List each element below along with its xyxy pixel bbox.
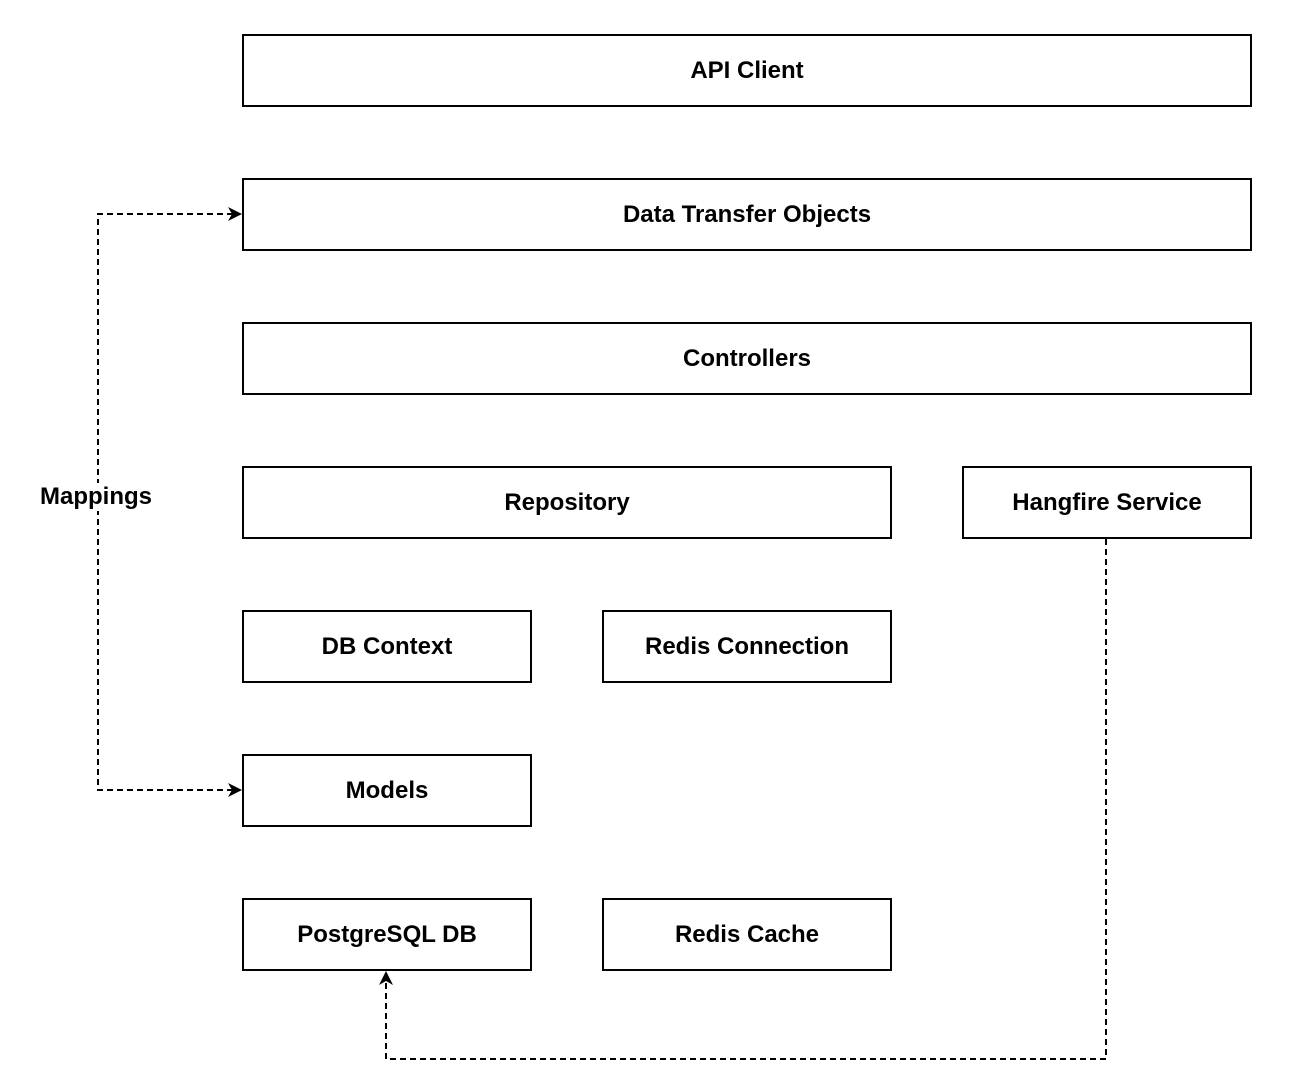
hangfire-postgres-connector (385, 539, 1107, 1060)
controllers-node: Controllers (242, 322, 1252, 395)
postgresql-db-label: PostgreSQL DB (297, 920, 477, 948)
repository-node: Repository (242, 466, 892, 539)
dto-node: Data Transfer Objects (242, 178, 1252, 251)
redis-cache-node: Redis Cache (602, 898, 892, 971)
db-context-label: DB Context (321, 632, 453, 660)
postgresql-db-node: PostgreSQL DB (242, 898, 532, 971)
controllers-label: Controllers (682, 344, 811, 372)
redis-connection-label: Redis Connection (644, 632, 849, 660)
mappings-arrowhead-models (228, 783, 242, 797)
models-node: Models (242, 754, 532, 827)
hangfire-postgres-arrowhead (379, 971, 393, 985)
hangfire-service-node: Hangfire Service (962, 466, 1252, 539)
db-context-node: DB Context (242, 610, 532, 683)
hangfire-service-label: Hangfire Service (1012, 488, 1202, 516)
redis-connection-node: Redis Connection (602, 610, 892, 683)
api-client-node: API Client (242, 34, 1252, 107)
repository-label: Repository (504, 488, 630, 516)
mappings-arrowhead-dto (228, 207, 242, 221)
api-client-label: API Client (690, 56, 804, 84)
dto-label: Data Transfer Objects (622, 200, 872, 228)
mappings-edge-label: Mappings (40, 483, 152, 511)
redis-cache-label: Redis Cache (674, 920, 820, 948)
models-label: Models (345, 776, 429, 804)
